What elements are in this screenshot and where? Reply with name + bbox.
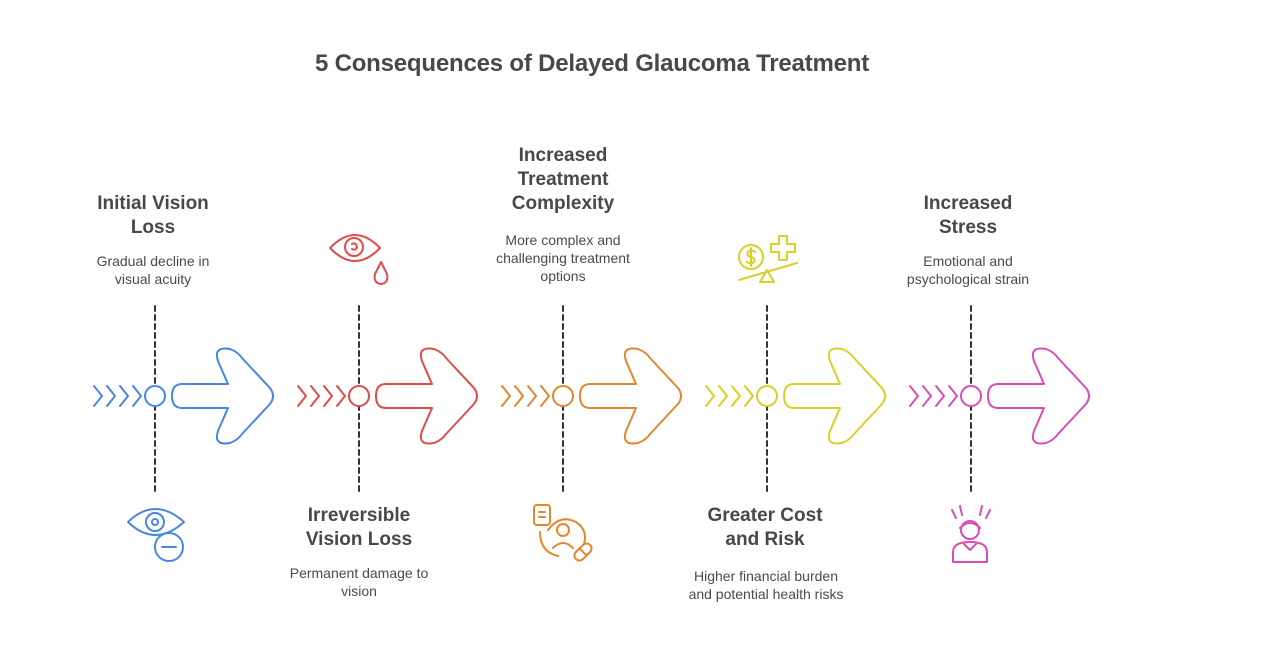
step-2-node	[348, 385, 370, 407]
step-1-chevrons	[93, 385, 142, 407]
eye-tear-icon	[329, 234, 389, 285]
step-2-heading: Irreversible Vision Loss	[305, 505, 413, 550]
step-1-group	[93, 305, 274, 562]
cost-health-balance-icon	[738, 235, 798, 283]
step-5-chevrons	[909, 385, 958, 407]
step-3-node	[552, 385, 574, 407]
step-2-group	[297, 234, 478, 495]
step-4-node	[756, 385, 778, 407]
step-3-chevrons	[501, 385, 550, 407]
step-5-description: Emotional and psychological strain	[906, 253, 1030, 287]
step-3-heading: Increased Treatment Complexity	[511, 145, 615, 214]
step-4-arrow	[783, 347, 886, 445]
step-3-arrow	[579, 347, 682, 445]
page-title: 5 Consequences of Delayed Glaucoma Treat…	[314, 50, 870, 77]
step-3-group	[501, 305, 682, 562]
step-1-heading: Initial Vision Loss	[97, 193, 209, 238]
step-1-arrow	[171, 347, 274, 445]
step-5-node	[960, 385, 982, 407]
step-4-description: Higher financial burden and potential he…	[688, 568, 844, 602]
step-4-group	[705, 235, 886, 495]
step-1-description: Gradual decline in visual acuity	[96, 253, 210, 287]
eye-minus-icon	[127, 508, 185, 562]
step-5-group	[909, 305, 1090, 563]
step-1-node	[144, 385, 166, 407]
step-3-description: More complex and challenging treatment o…	[496, 232, 630, 284]
step-2-description: Permanent damage to vision	[289, 565, 429, 599]
step-4-chevrons	[705, 385, 754, 407]
step-2-chevrons	[297, 385, 346, 407]
step-4-heading: Greater Cost and Risk	[707, 505, 823, 550]
stressed-person-icon	[951, 505, 991, 563]
patient-medication-icon	[533, 504, 593, 562]
step-2-arrow	[375, 347, 478, 445]
step-5-heading: Increased Stress	[923, 193, 1013, 238]
step-5-arrow	[987, 347, 1090, 445]
